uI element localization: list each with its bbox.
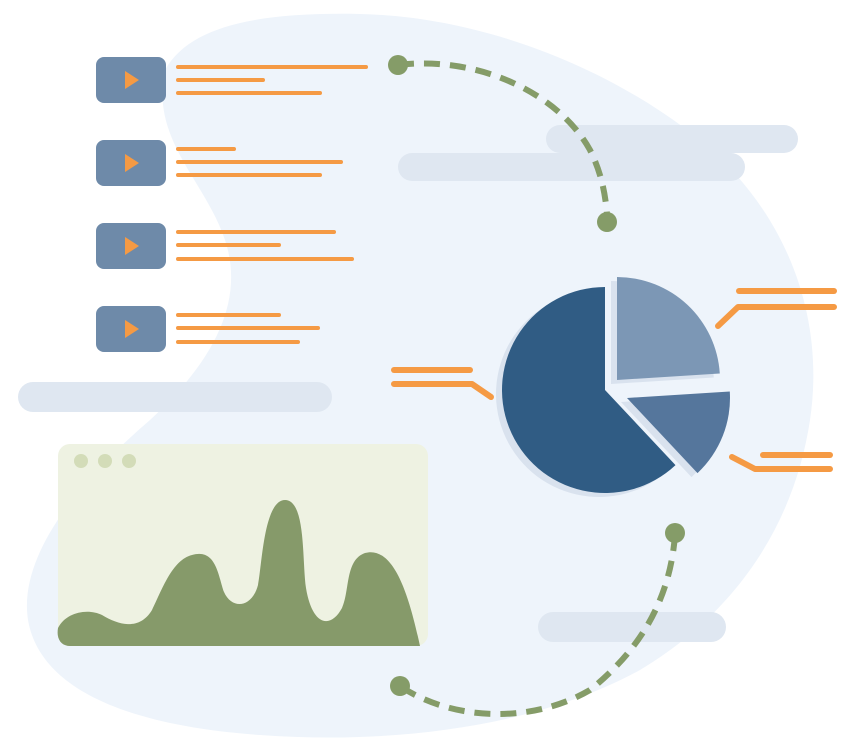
area-chart [57,500,421,646]
video-list-text [176,65,368,344]
play-icon [125,237,139,255]
dashed-connector [397,60,610,215]
pie-slice [627,391,730,474]
pie-slice [617,277,720,380]
window-dot [74,454,88,468]
placeholder-bar [546,125,798,153]
pie-slice [502,287,676,493]
connector-node [388,55,408,75]
connector-node [597,212,617,232]
pie-callouts [391,288,837,472]
play-icon [125,154,139,172]
window-dot [122,454,136,468]
video-tile[interactable] [96,57,166,103]
window-dot [98,454,112,468]
connector-node [390,676,410,696]
pie-chart [496,277,730,498]
video-tile[interactable] [96,140,166,186]
dashed-connector [398,534,678,717]
connector-node [665,523,685,543]
chart-window [58,444,428,646]
video-tile[interactable] [96,223,166,269]
play-icon [125,320,139,338]
placeholder-bar [538,612,726,642]
callout-line [729,454,833,472]
play-icon [125,71,139,89]
placeholder-bar [18,382,332,412]
video-tile[interactable] [96,306,166,352]
callout-line [391,381,494,400]
callout-line [715,304,837,329]
placeholder-bar [398,153,745,181]
